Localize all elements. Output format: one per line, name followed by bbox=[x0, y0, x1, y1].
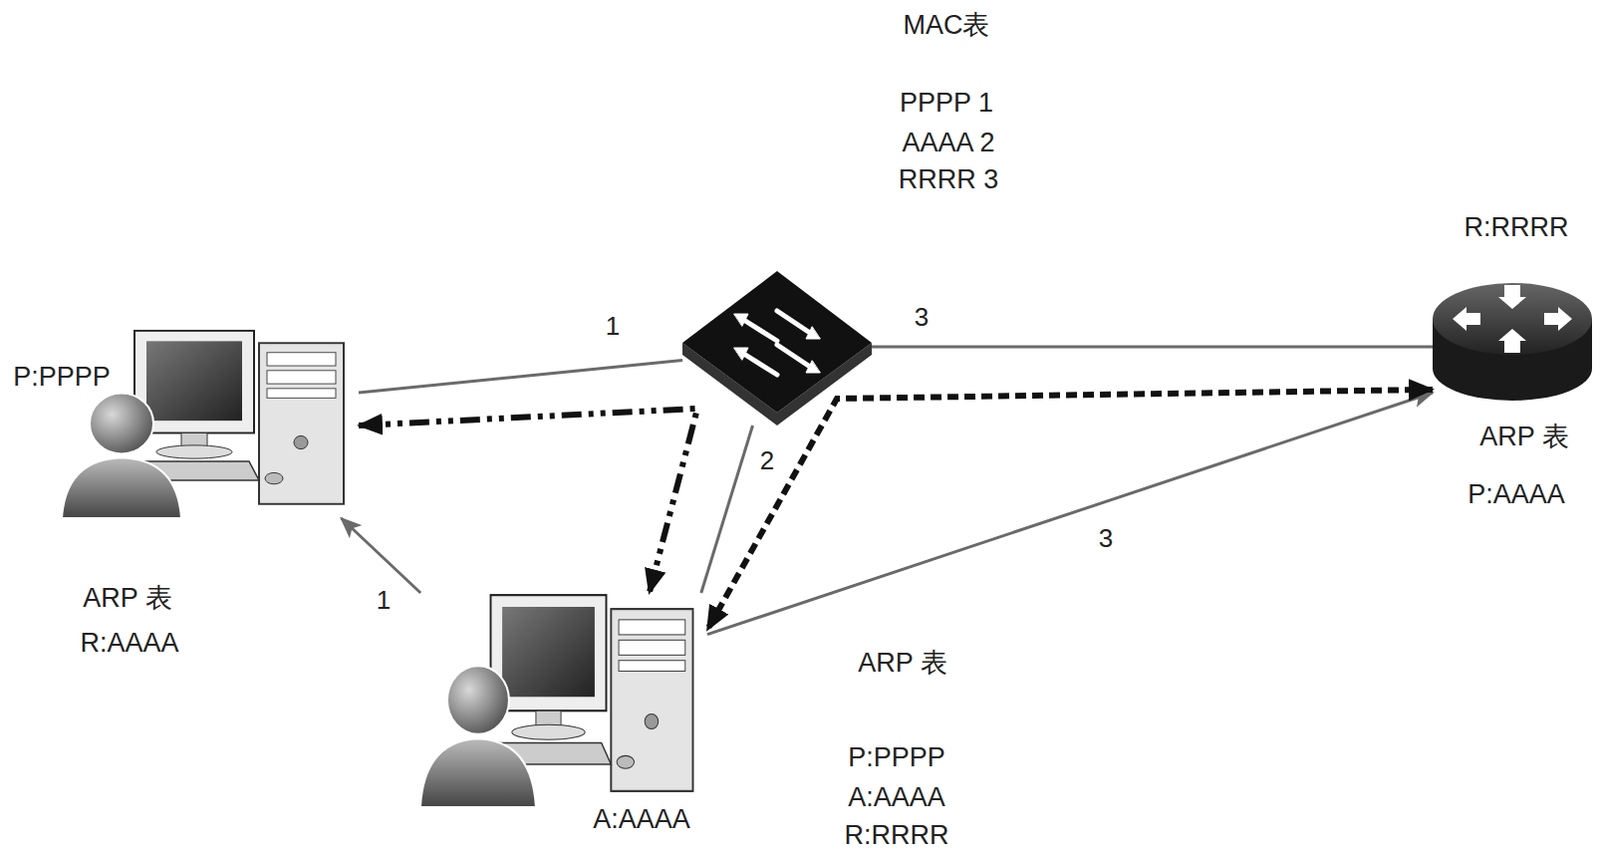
node-label: A:AAAA bbox=[847, 782, 946, 812]
attacker-pc: A:AAAAARP 表P:PPPPA:AAAAR:RRRR bbox=[418, 592, 708, 807]
victim-pc-icon bbox=[59, 328, 359, 519]
node-label: R:RRRR bbox=[1464, 212, 1570, 243]
node-label: ARP 表 bbox=[82, 582, 173, 613]
port-number: 3 bbox=[1095, 524, 1116, 552]
switch: MAC表PPPP 1AAAA 2RRRR 3 bbox=[682, 270, 872, 426]
node-label: PPPP 1 bbox=[899, 87, 994, 118]
attack-path bbox=[707, 389, 1433, 630]
node-label: R:AAAA bbox=[79, 627, 179, 658]
attacker-pc-icon bbox=[418, 592, 708, 807]
port-number: 2 bbox=[757, 446, 778, 475]
switch-icon bbox=[682, 270, 872, 426]
cable bbox=[358, 360, 683, 394]
node-label: AAAA 2 bbox=[901, 127, 995, 158]
port-number: 3 bbox=[911, 302, 932, 331]
router: R:RRRRARP 表P:AAAA bbox=[1432, 278, 1593, 404]
traffic-arrow bbox=[707, 392, 1433, 635]
node-label: ARP 表 bbox=[1479, 421, 1570, 452]
node-label: P:AAAA bbox=[1467, 479, 1566, 510]
node-label: R:RRRR bbox=[844, 819, 950, 850]
cable bbox=[871, 345, 1433, 349]
node-label: A:AAAA bbox=[592, 803, 691, 834]
port-number: 1 bbox=[373, 585, 394, 614]
node-label: ARP 表 bbox=[857, 647, 948, 678]
router-icon bbox=[1432, 278, 1593, 404]
victim-pc: P:PPPPARP 表R:AAAA bbox=[59, 328, 359, 519]
traffic-arrow bbox=[341, 518, 422, 593]
node-label: RRRR 3 bbox=[898, 164, 1000, 195]
node-label: P:PPPP bbox=[847, 742, 946, 773]
node-label: P:PPPP bbox=[12, 361, 111, 392]
node-label: MAC表 bbox=[903, 9, 991, 40]
attack-path bbox=[358, 408, 698, 593]
port-number: 1 bbox=[602, 311, 623, 340]
